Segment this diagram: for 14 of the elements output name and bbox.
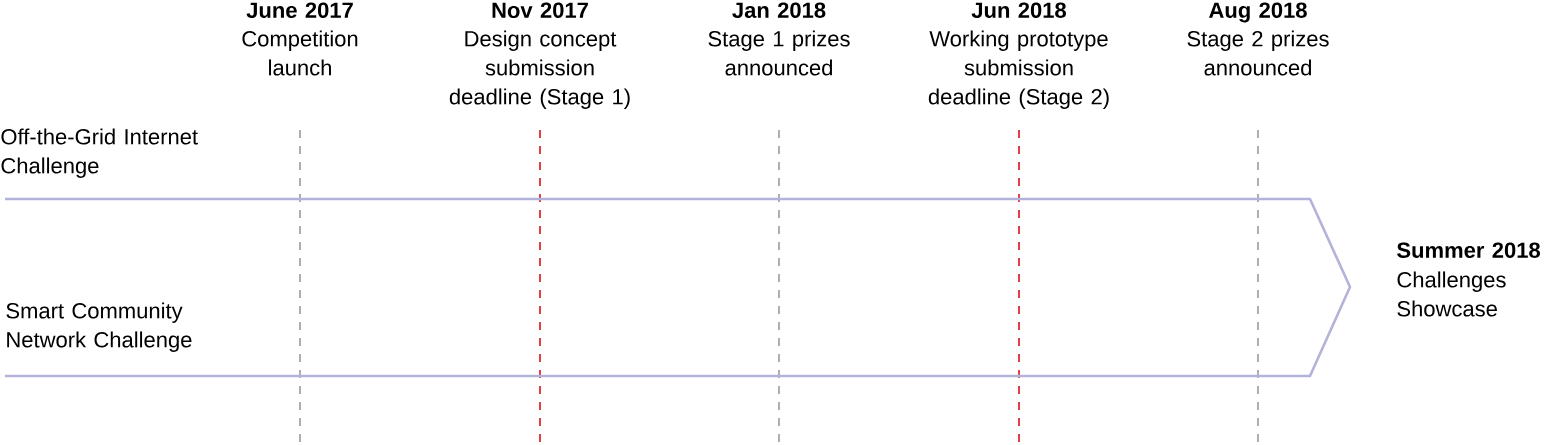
milestone-description: Stage 2 prizes announced [1187, 30, 1329, 76]
showcase-description: Challenges Showcase [1397, 271, 1506, 317]
milestone-description: Stage 1 prizes announced [708, 30, 850, 76]
milestone-date: Nov 2017 [492, 2, 588, 18]
milestone-description: Design concept submission deadline (Stage 1) [449, 30, 630, 109]
showcase-date: Summer 2018 [1397, 242, 1540, 258]
track-label: Smart Community Network Challenge [6, 302, 192, 352]
milestone-description: Working prototype submission deadline (Stage 2) [928, 30, 1109, 109]
milestone-date: Jun 2018 [971, 2, 1066, 18]
milestone-date: Jan 2018 [732, 2, 826, 18]
milestone-date: Aug 2018 [1209, 2, 1307, 23]
track-label: Off-the-Grid Internet Challenge [1, 128, 198, 178]
milestone-date: June 2017 [246, 2, 353, 18]
milestone-description: Competition launch [242, 30, 358, 76]
